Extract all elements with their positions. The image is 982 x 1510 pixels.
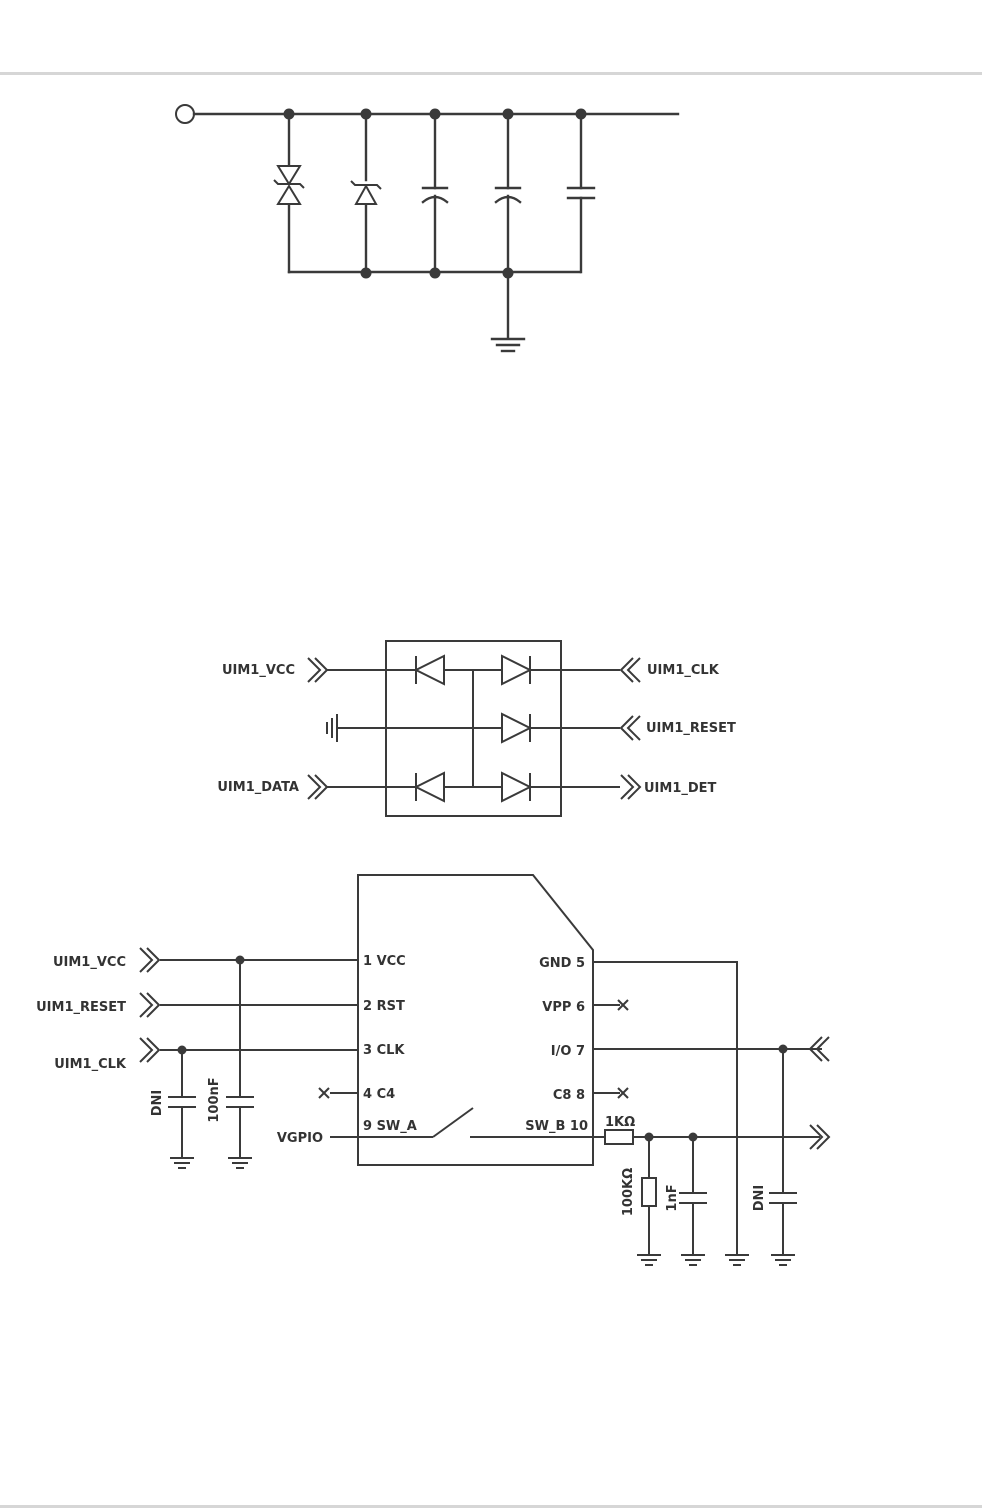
label-uim1-clk: UIM1_CLK — [647, 663, 720, 678]
connector-data — [308, 775, 327, 799]
capacitor-vcc — [226, 960, 254, 1168]
label-res-1k: 1KΩ — [605, 1115, 635, 1130]
ground-symbol — [492, 272, 524, 351]
label-uim1-det: UIM1_DET — [644, 781, 717, 796]
esd-array-circuit: UIM1_VCC UIM1_DATA UIM1_CLK UIM1_RESET U… — [217, 641, 736, 816]
label-uim1-vcc: UIM1_VCC — [222, 663, 295, 678]
connector-uim1-reset — [140, 993, 159, 1017]
diode-det — [502, 773, 530, 801]
connector-uim1-clk — [140, 1038, 159, 1062]
pin-2-rst: 2 RST — [363, 999, 405, 1014]
capacitor-polarized-1 — [423, 114, 447, 272]
connector-clk — [621, 658, 640, 682]
label-uim1-reset: UIM1_RESET — [646, 721, 736, 736]
diode-reset — [502, 714, 530, 742]
tvs-diode-bidirectional — [274, 114, 304, 272]
resistor-100k — [637, 1137, 661, 1265]
pin-io-7: I/O 7 — [551, 1044, 585, 1059]
diode-data — [416, 773, 444, 801]
pin-gnd-5: GND 5 — [539, 956, 585, 971]
top-protection-circuit — [176, 105, 678, 351]
switch-contact — [433, 1108, 473, 1137]
pin-4-c4: 4 C4 — [363, 1087, 395, 1102]
connector-vcc — [308, 658, 327, 682]
connector-uim1-vcc — [140, 948, 159, 972]
capacitor-io — [769, 1049, 797, 1265]
pin-9-sw-a: 9 SW_A — [363, 1119, 417, 1134]
label-uim1-clk: UIM1_CLK — [54, 1057, 127, 1072]
input-terminal — [176, 105, 194, 123]
label-cap-clk: DNI — [150, 1090, 165, 1117]
capacitor — [568, 114, 594, 272]
connector-det — [621, 775, 640, 799]
label-res-100k: 100KΩ — [621, 1168, 636, 1216]
pin-3-clk: 3 CLK — [363, 1043, 405, 1058]
ground-gnd5 — [725, 1255, 749, 1265]
label-cap-io: DNI — [752, 1185, 767, 1212]
nc-mark — [319, 1088, 329, 1098]
label-cap-1nf: 1nF — [665, 1184, 680, 1211]
pin-1-vcc: 1 VCC — [363, 954, 406, 969]
ground-symbol — [327, 714, 337, 742]
connector-reset — [621, 716, 640, 740]
label-uim1-data: UIM1_DATA — [217, 780, 299, 795]
diode-clk — [502, 656, 530, 684]
pin-vpp-6: VPP 6 — [542, 1000, 585, 1015]
label-cap-vcc: 100nF — [207, 1077, 222, 1122]
capacitor-1nf — [679, 1137, 707, 1265]
pin-sw-b-10: SW_B 10 — [525, 1119, 588, 1134]
pin-c8-8: C8 8 — [553, 1088, 585, 1103]
label-uim1-reset: UIM1_RESET — [36, 1000, 126, 1015]
label-uim1-vcc: UIM1_VCC — [53, 955, 126, 970]
sim-connector-circuit: UIM1_VCC UIM1_RESET UIM1_CLK VGPIO 1 VCC… — [36, 875, 829, 1265]
tvs-diode — [351, 114, 381, 272]
diode-vcc — [416, 656, 444, 684]
capacitor-clk — [168, 1050, 196, 1168]
resistor-1k — [605, 1130, 633, 1144]
capacitor-polarized-2 — [496, 114, 520, 272]
label-vgpio: VGPIO — [277, 1131, 323, 1146]
